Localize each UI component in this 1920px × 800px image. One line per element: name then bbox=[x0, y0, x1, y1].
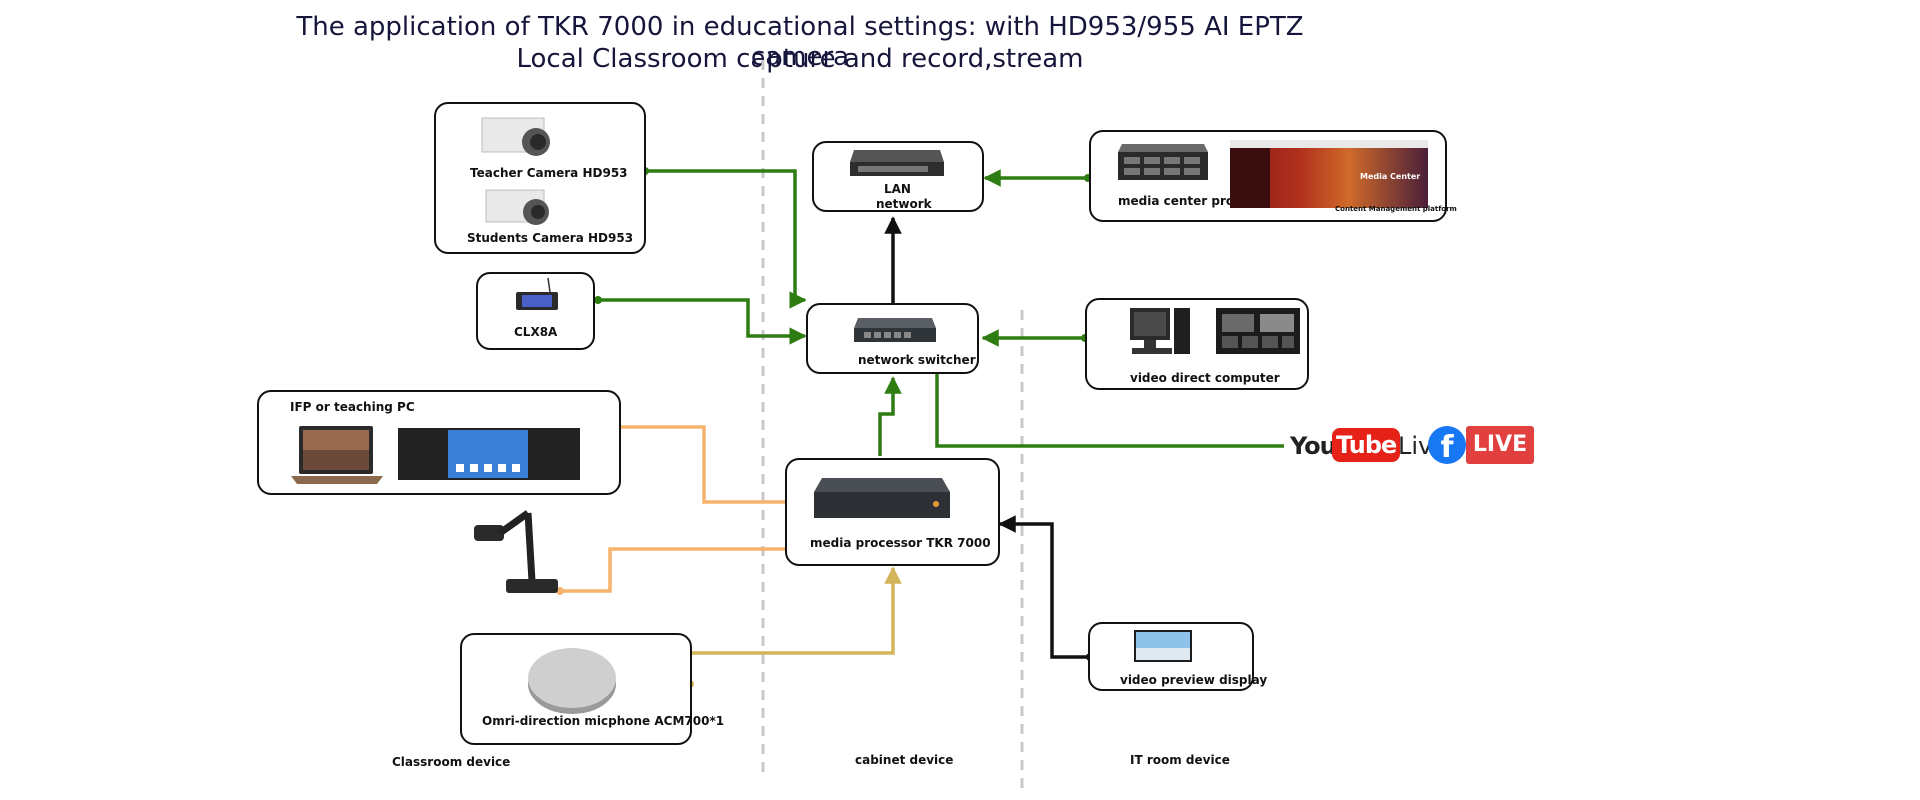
wire-clx8a-switcher bbox=[598, 298, 807, 345]
youtube-tube-text: Tube bbox=[1332, 428, 1401, 462]
facebook-logo-icon: f bbox=[1428, 426, 1466, 464]
preview-display-icon bbox=[1134, 630, 1192, 662]
desktop-computer-icon bbox=[1130, 308, 1190, 354]
laptop-icon bbox=[291, 426, 383, 484]
media-processor-icon bbox=[814, 478, 950, 518]
teacher-camera-icon bbox=[481, 117, 550, 156]
wire-processor-switcher bbox=[878, 376, 902, 456]
ifp-label: IFP or teaching PC bbox=[290, 400, 415, 414]
region-label-cabinet: cabinet device bbox=[855, 753, 954, 767]
cms-caption: Content Management platform bbox=[1335, 205, 1457, 213]
wire-visualizer-processor bbox=[560, 547, 785, 593]
network-label: network bbox=[876, 197, 932, 211]
teacher-camera-label: Teacher Camera HD953 bbox=[470, 166, 628, 180]
wire-cameras-switcher bbox=[645, 169, 807, 309]
interactive-flat-panel-icon bbox=[398, 428, 580, 480]
media-center-label: media center pro bbox=[1118, 194, 1235, 208]
wire-ifp-processor bbox=[620, 425, 785, 504]
media-processor-label: media processor TKR 7000 bbox=[810, 536, 991, 550]
students-camera-icon bbox=[485, 189, 549, 225]
network-switcher-label: network switcher bbox=[858, 353, 976, 367]
media-server-icon bbox=[1118, 144, 1208, 180]
clx8a-device-icon bbox=[516, 277, 558, 310]
facebook-live-badge: LIVE bbox=[1466, 426, 1534, 464]
microphone-icon bbox=[528, 648, 616, 714]
lan-label: LAN bbox=[884, 182, 911, 196]
cms-banner-text: Media Center bbox=[1360, 172, 1421, 181]
clx8a-label: CLX8A bbox=[514, 325, 558, 339]
region-label-classroom: Classroom device bbox=[392, 755, 511, 769]
clx8a-box bbox=[476, 272, 595, 350]
diagram-title-line2: Local Classroom capture and record,strea… bbox=[516, 44, 1084, 74]
diagram-title-line1: The application of TKR 7000 in education… bbox=[296, 12, 1304, 72]
youtube-you-text: You bbox=[1290, 432, 1337, 460]
microphone-label: Omri-direction micphone ACM700*1 bbox=[482, 714, 725, 728]
students-camera-label: Students Camera HD953 bbox=[467, 231, 634, 245]
network-switcher-icon bbox=[854, 318, 936, 342]
wire-display-processor bbox=[998, 515, 1090, 659]
document-camera-icon bbox=[474, 510, 558, 593]
wire-switcher-streaming bbox=[935, 374, 1284, 448]
video-director-screen-icon bbox=[1216, 308, 1300, 354]
lan-switch-icon bbox=[850, 150, 944, 176]
wire-microphone-processor bbox=[690, 566, 902, 655]
video-direct-label: video direct computer bbox=[1130, 371, 1280, 385]
region-label-itroom: IT room device bbox=[1130, 753, 1230, 767]
preview-display-label: video preview display bbox=[1120, 673, 1268, 687]
cms-screenshot-image: Media Center bbox=[1230, 140, 1428, 208]
